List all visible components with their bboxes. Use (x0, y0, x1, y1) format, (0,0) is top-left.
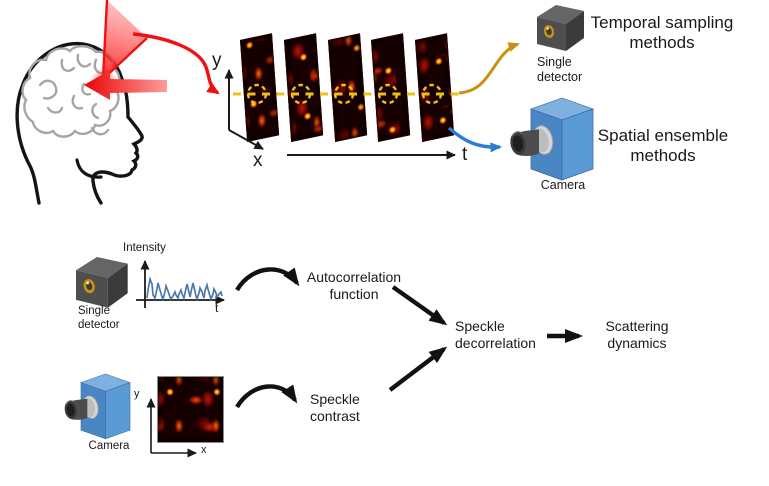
single-detector-label-bottom: Single detector (78, 305, 120, 331)
camera-to-contrast-arrow (235, 384, 298, 409)
intensity-trace (146, 275, 223, 302)
spatial-methods-label: Spatial ensemble methods (597, 126, 729, 166)
camera-icon (507, 97, 594, 181)
frame-stack-axes (224, 69, 456, 160)
scattering-dynamics-label: Scattering dynamics (605, 318, 669, 351)
x-axis-label-bottom: x (201, 444, 207, 456)
single-detector-cube-icon (537, 5, 584, 51)
contrast-to-decorrelation-arrow (388, 346, 448, 392)
to-camera-arrow (447, 126, 502, 153)
autocorrelation-label: Autocorrelation function (306, 269, 402, 302)
camera-icon (62, 373, 131, 440)
camera-label-top: Camera (540, 178, 586, 192)
detector-to-autocorrelation-arrow (235, 267, 300, 292)
camera-label-bottom: Camera (88, 440, 130, 452)
speckle-image-axes (146, 398, 197, 458)
speckle-image (157, 376, 224, 443)
temporal-methods-label: Temporal sampling methods (590, 13, 734, 53)
intensity-plot (136, 260, 225, 308)
single-detector-cube-icon (76, 257, 128, 308)
x-axis-label-top: x (253, 150, 263, 171)
speckle-contrast-label: Speckle contrast (310, 391, 360, 424)
sampling-line-dashed (233, 83, 459, 105)
autocorrelation-to-decorrelation-arrow (391, 285, 448, 326)
y-axis-label-top: y (212, 50, 222, 71)
speckle-decorrelation-label: Speckle decorrelation (455, 318, 536, 351)
intensity-axis-label: Intensity (123, 242, 166, 254)
y-axis-label-bottom: y (134, 388, 140, 400)
t-axis-label-top: t (462, 144, 468, 165)
single-detector-label-top: Single detector (537, 55, 583, 84)
human-head-brain-icon (15, 41, 144, 205)
to-single-detector-arrow (458, 42, 520, 95)
incident-light-arrow (84, 70, 167, 100)
t-axis-label-plot: t (215, 301, 219, 315)
scattered-light-curve-arrow (132, 32, 220, 95)
flow-arrows (235, 267, 583, 409)
